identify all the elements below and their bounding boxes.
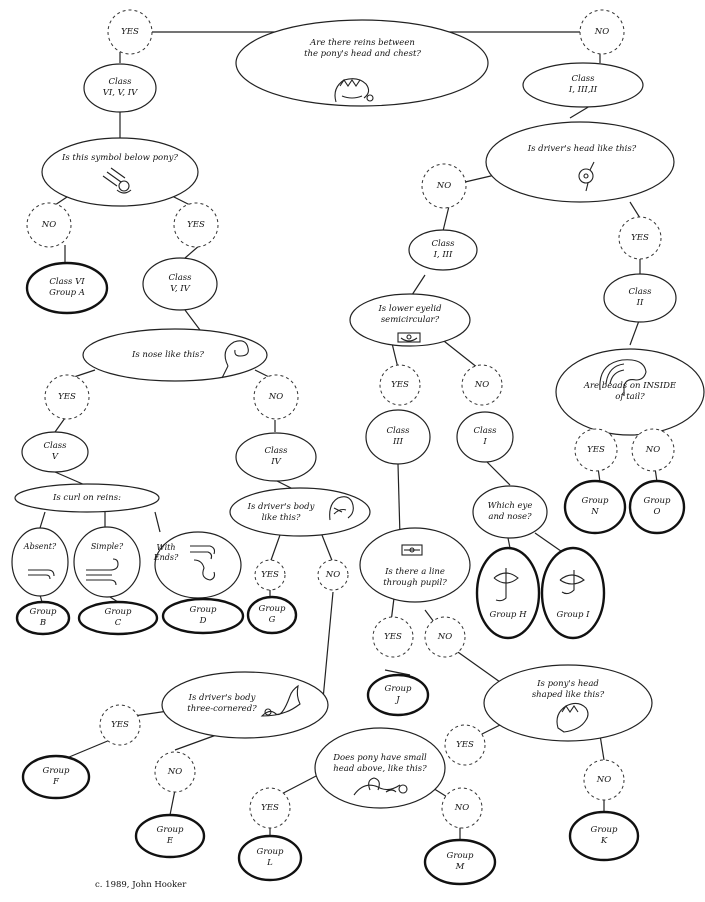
- eye-h-icon: [493, 568, 519, 602]
- group-j-node: [366, 673, 430, 717]
- symbol-yes-node: [173, 202, 219, 248]
- nose-no-node: [253, 374, 299, 420]
- class-i-iii-ii-node: [522, 62, 644, 108]
- small-head-question-node: [314, 727, 446, 809]
- eyelid-yes-node: [379, 364, 421, 406]
- symbol-drawings: [28, 78, 647, 796]
- eye-nose-question-node: [472, 485, 548, 539]
- pony-head-no-node: [583, 759, 625, 801]
- eye-i-icon: [559, 570, 585, 595]
- small-head-yes-node: [249, 787, 291, 829]
- class-v-node: [21, 431, 89, 473]
- small-head-no-node: [441, 787, 483, 829]
- nose-curl-icon: [221, 340, 249, 379]
- beads-tail-icon: [599, 359, 647, 396]
- pupil-yes-node: [372, 616, 414, 658]
- root-question-node: [235, 19, 489, 107]
- curl-with-ends-icon: [190, 545, 216, 581]
- three-cornered-body-icon: [260, 684, 301, 717]
- pupil-question-node: [359, 527, 471, 603]
- three-cornered-question-node: [161, 671, 329, 739]
- root-no-node: [579, 9, 625, 55]
- curl-simple-icon: [86, 558, 119, 586]
- group-m-node: [423, 838, 497, 886]
- small-head-above-icon: [353, 777, 408, 796]
- right-no-node: [421, 163, 467, 209]
- symbol-question-node: [41, 137, 199, 207]
- group-h-node: [475, 546, 541, 640]
- body-yes-node: [254, 559, 286, 591]
- pupil-no-node: [424, 616, 466, 658]
- class-vi-v-iv-node: [83, 63, 157, 113]
- class-vi-group-a-node: [25, 261, 109, 315]
- three-no-node: [154, 751, 196, 793]
- lower-eyelid-icon: [397, 332, 421, 343]
- root-yes-node: [107, 9, 153, 55]
- driver-body-icon: [329, 496, 354, 521]
- symbol-below-pony-icon: [102, 167, 132, 194]
- beads-question-node: [555, 348, 705, 436]
- pony-head-reins-icon: [334, 78, 374, 103]
- class-i-iii-node: [408, 229, 478, 271]
- pony-head-shape-icon: [556, 702, 589, 733]
- copyright-credit: c. 1989, John Hooker: [95, 880, 187, 890]
- group-b-node: [15, 600, 71, 636]
- group-l-node: [237, 834, 303, 882]
- beads-yes-node: [574, 428, 618, 472]
- right-yes-node: [618, 216, 662, 260]
- group-e-node: [134, 813, 206, 859]
- curl-with-ends-node: [154, 531, 242, 599]
- pony-head-question-node: [483, 664, 653, 742]
- driver-head-icon: [578, 161, 595, 192]
- curl-absent-node: [11, 527, 69, 597]
- class-iv-node: [235, 432, 317, 482]
- group-f-node: [21, 754, 91, 800]
- beads-no-node: [631, 428, 675, 472]
- nose-question-node: [82, 328, 268, 382]
- eyelid-no-node: [461, 364, 503, 406]
- nodes: [11, 9, 705, 886]
- three-yes-node: [99, 704, 141, 746]
- eyelid-question-node: [349, 293, 471, 347]
- curl-simple-node: [73, 526, 141, 598]
- group-k-node: [568, 810, 640, 862]
- body-question-node: [229, 487, 371, 537]
- group-o-node: [628, 479, 686, 535]
- group-d-node: [161, 597, 245, 635]
- curl-question-node: [14, 483, 160, 513]
- nose-yes-node: [44, 374, 90, 420]
- body-no-node: [317, 559, 349, 591]
- group-g-node: [246, 595, 298, 635]
- curl-absent-icon: [28, 569, 55, 580]
- pony-head-yes-node: [444, 724, 486, 766]
- pupil-line-icon: [401, 544, 423, 556]
- group-c-node: [77, 600, 159, 636]
- class-iii-node: [365, 409, 431, 465]
- driver-head-question-node: [485, 121, 675, 203]
- symbol-no-node: [26, 202, 72, 248]
- class-i-node: [456, 411, 514, 463]
- class-v-iv-node: [142, 257, 218, 311]
- class-ii-node: [603, 273, 677, 323]
- group-n-node: [563, 479, 627, 535]
- group-i-node: [540, 546, 606, 640]
